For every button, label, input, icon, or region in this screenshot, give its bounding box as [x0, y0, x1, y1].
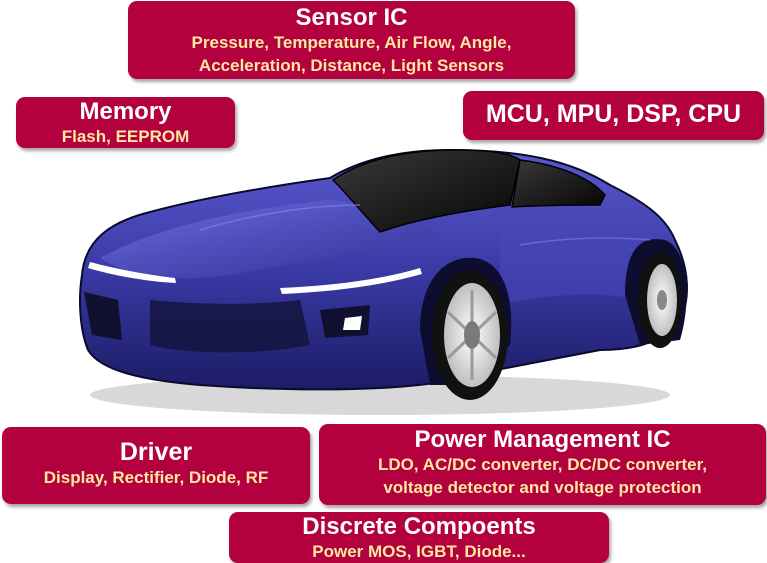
sensor-ic-line-2: Acceleration, Distance, Light Sensors — [198, 56, 505, 75]
power-management-title: Power Management IC — [414, 426, 671, 453]
discrete-components-box: Discrete Compoents Power MOS, IGBT, Diod… — [229, 512, 609, 563]
mcu-box: MCU, MPU, DSP, CPU — [463, 91, 764, 140]
power-management-line-2: voltage detector and voltage protection — [383, 478, 702, 497]
driver-title: Driver — [119, 438, 193, 466]
driver-box: Driver Display, Rectifier, Diode, RF — [2, 427, 310, 504]
sensor-ic-line-1: Pressure, Temperature, Air Flow, Angle, — [191, 33, 512, 52]
memory-title: Memory — [79, 98, 172, 125]
sensor-ic-title: Sensor IC — [295, 4, 408, 31]
mcu-title: MCU, MPU, DSP, CPU — [485, 100, 742, 128]
driver-line-1: Display, Rectifier, Diode, RF — [43, 468, 269, 487]
memory-line-1: Flash, EEPROM — [61, 127, 190, 146]
sensor-ic-box: Sensor IC Pressure, Temperature, Air Flo… — [128, 1, 575, 79]
discrete-components-line-1: Power MOS, IGBT, Diode... — [312, 542, 526, 561]
memory-box: Memory Flash, EEPROM — [16, 97, 235, 148]
sports-car-icon — [79, 148, 688, 415]
discrete-components-title: Discrete Compoents — [302, 513, 536, 540]
power-management-box: Power Management IC LDO, AC/DC converter… — [319, 424, 766, 505]
power-management-line-1: LDO, AC/DC converter, DC/DC converter, — [377, 455, 708, 474]
